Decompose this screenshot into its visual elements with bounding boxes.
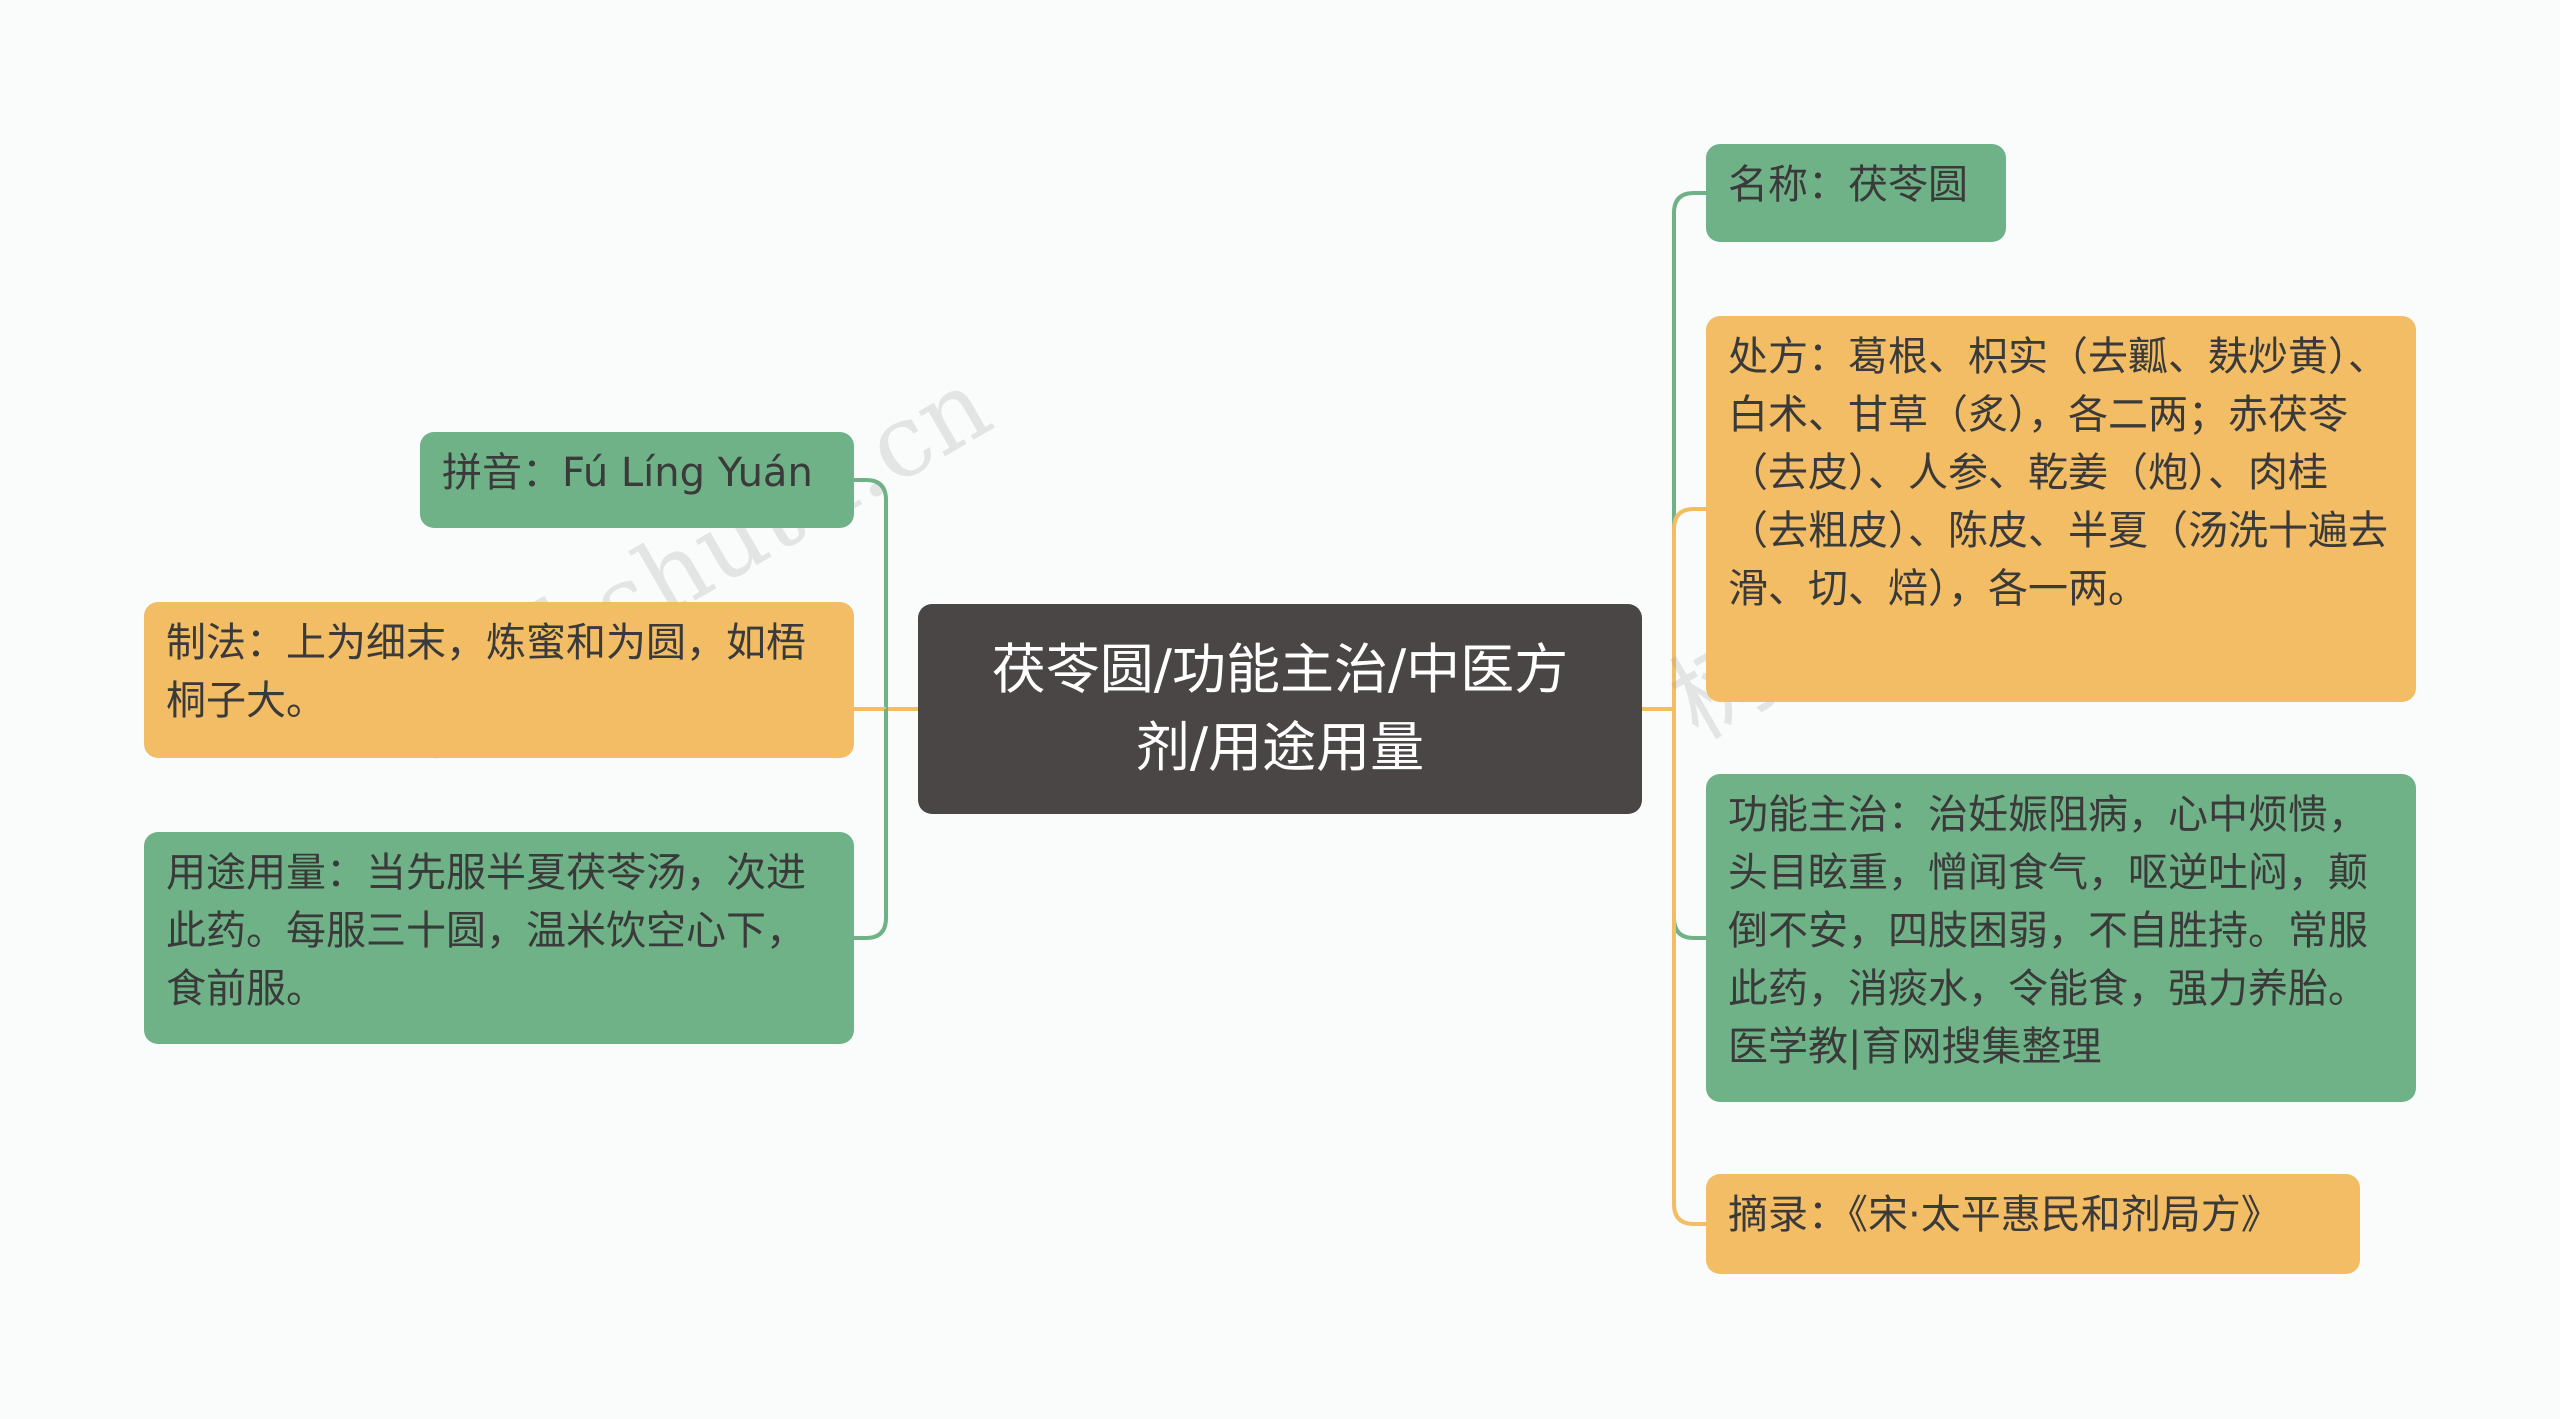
connector-right-zhailu [1672,709,1706,1226]
connector-left-yongtu [854,709,888,940]
connector-right-chufang [1672,507,1706,709]
node-zhailu[interactable]: 摘录：《宋·太平惠民和剂局方》 [1706,1174,2360,1274]
connector-lines [854,191,1706,1226]
node-gongneng[interactable]: 功能主治：治妊娠阻病，心中烦愦，头目眩重，憎闻食气，呕逆吐闷，颠倒不安，四肢困弱… [1706,774,2416,1102]
node-mingcheng[interactable]: 名称：茯苓圆 [1706,144,2006,242]
node-chufang[interactable]: 处方：葛根、枳实（去瓤、麸炒黄）、白术、甘草（炙），各二两；赤茯苓（去皮）、人参… [1706,316,2416,702]
root-node[interactable]: 茯苓圆/功能主治/中医方剂/用途用量 [918,604,1642,814]
connector-left-pinyin [854,478,888,709]
node-zhifa[interactable]: 制法：上为细末，炼蜜和为圆，如梧桐子大。 [144,602,854,758]
connector-right-mingcheng [1672,191,1706,709]
node-yongtu[interactable]: 用途用量：当先服半夏茯苓汤，次进此药。每服三十圆，温米饮空心下，食前服。 [144,832,854,1044]
node-pinyin[interactable]: 拼音：Fú Líng Yuán [420,432,854,528]
